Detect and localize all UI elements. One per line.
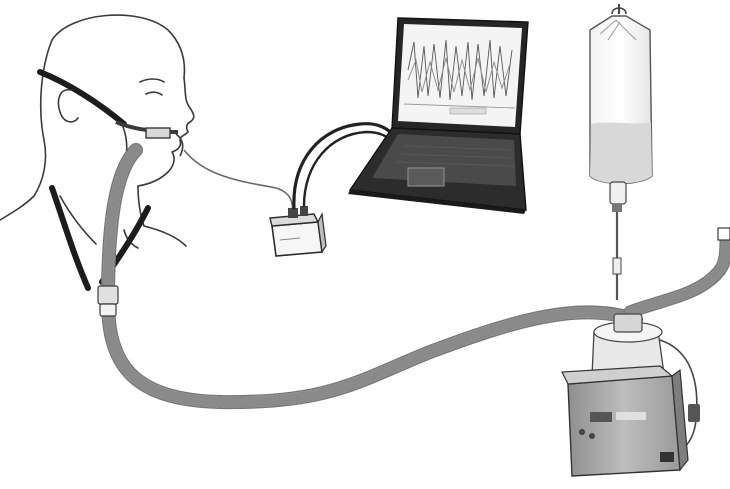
sampling-line	[184, 150, 292, 214]
tube-end-connector	[718, 228, 730, 240]
cannula-headstrap	[40, 72, 148, 288]
laptop	[348, 18, 528, 214]
humidifier	[562, 314, 700, 476]
tube-connector	[100, 304, 116, 316]
humidifier-button	[589, 433, 595, 439]
tube-connector	[98, 286, 118, 304]
humidifier-button	[579, 429, 585, 435]
pressure-transducer	[270, 206, 326, 256]
laptop-trackpad	[408, 168, 444, 186]
humidifier-display	[590, 412, 612, 422]
water-bag	[590, 4, 652, 300]
humidifier-label	[616, 412, 646, 420]
